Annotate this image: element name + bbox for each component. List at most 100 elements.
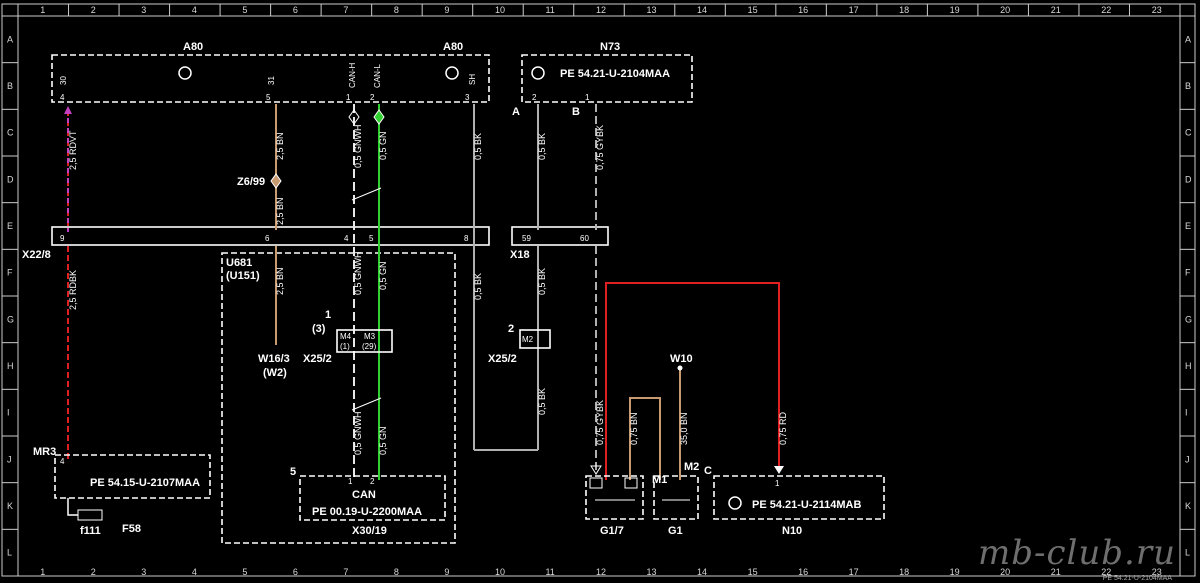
wire-gn-low: 0,5 GN: [378, 426, 388, 455]
x25-left-three: (3): [312, 323, 326, 335]
x22-pin-8: 8: [464, 234, 469, 243]
u681-module-box: [221, 252, 456, 544]
f111-fuse-icon: [77, 509, 103, 521]
x18-connector-bar: [511, 226, 609, 246]
grid-column-label: 4: [192, 567, 197, 577]
grid-column-label: 20: [1000, 5, 1010, 15]
x25-right-m2: M2: [522, 335, 534, 344]
grid-column-label: 9: [444, 5, 449, 15]
grid-column-label: 14: [697, 567, 707, 577]
g17-module-box: [585, 475, 644, 520]
grid-column-label: 4: [192, 5, 197, 15]
a80-right-label: A80: [443, 41, 463, 53]
grid-column-label: 13: [647, 567, 657, 577]
grid-row-label: L: [7, 548, 12, 558]
grid-row-label: A: [1185, 34, 1191, 44]
mr3-ref: PE 54.15-U-2107MAA: [90, 477, 200, 489]
a80-pin-2: 2: [370, 93, 375, 102]
w10-label: W10: [670, 353, 693, 365]
grid-column-label: 22: [1101, 567, 1111, 577]
n73-label-b: B: [572, 106, 580, 118]
wire-bk-mid: 0,5 BK: [473, 273, 483, 300]
g1-module-box: [653, 475, 699, 520]
g1-label: G1: [668, 525, 683, 537]
a80-pin-sh: SH: [468, 74, 477, 85]
x25-m3: M3: [364, 332, 376, 341]
grid-column-label: 8: [394, 5, 399, 15]
a80-left-label: A80: [183, 41, 203, 53]
grid-row-label: J: [7, 454, 12, 464]
grid-row-label: K: [7, 501, 13, 511]
x25-right-num2: 2: [508, 323, 514, 335]
n10-ref: PE 54.21-U-2114MAB: [752, 499, 861, 511]
a80-pin-1: 1: [346, 93, 351, 102]
grid-column-label: 6: [293, 5, 298, 15]
g1-m1: M1: [652, 474, 667, 486]
grid-row-label: F: [1185, 268, 1191, 278]
n10-ground-icon: [728, 496, 742, 510]
grid-column-label: 3: [141, 5, 146, 15]
grid-column-label: 16: [798, 5, 808, 15]
n73-label: N73: [600, 41, 620, 53]
wire-bn-w10: 35,0 BN: [679, 412, 689, 445]
grid-column-label: 1: [40, 567, 45, 577]
wire-rdbk: 2,5 RDBK: [68, 270, 78, 310]
x22-pin-5: 5: [369, 234, 374, 243]
g17-label: G1/7: [600, 525, 624, 537]
u681-label: U681: [226, 257, 252, 269]
a80-ground-icon: [178, 66, 192, 80]
grid-row-label: D: [7, 174, 14, 184]
grid-row-label: E: [1185, 221, 1191, 231]
a80-pin-5: 5: [266, 93, 271, 102]
z6-label: Z6/99: [237, 176, 265, 188]
a80-pin-3: 3: [465, 93, 470, 102]
wire-bn-low: 2,5 BN: [275, 267, 285, 295]
u151-label: (U151): [226, 270, 260, 282]
grid-column-label: 5: [242, 5, 247, 15]
z6-splice-icon: [270, 173, 282, 189]
grid-column-label: 23: [1152, 5, 1162, 15]
wire-bn-g17: 0,75 BN: [629, 412, 639, 445]
n73-module-box: [521, 54, 693, 103]
n10-label: N10: [782, 525, 802, 537]
grid-row-label: C: [1185, 128, 1192, 138]
grid-column-label: 21: [1051, 567, 1061, 577]
x18-label: X18: [510, 249, 530, 261]
grid-column-label: 6: [293, 567, 298, 577]
a80-pin-canl: CAN-L: [373, 63, 382, 88]
grid-row-label: K: [1185, 501, 1191, 511]
wire-gn-mid: 0,5 GN: [378, 261, 388, 290]
grid-column-label: 19: [950, 5, 960, 15]
x25-m4: M4: [340, 332, 352, 341]
wire-gnwh-low: 0,5 GNWH: [353, 411, 363, 455]
grid-column-label: 13: [647, 5, 657, 15]
grid-column-label: 18: [899, 567, 909, 577]
grid-row-label: I: [7, 408, 10, 418]
grid-row-label: L: [1185, 548, 1190, 558]
mr3-label: MR3: [33, 446, 56, 458]
f111-label: f111: [80, 525, 101, 537]
x30-num5: 5: [290, 466, 296, 478]
x30-label: X30/19: [352, 525, 387, 537]
grid-row-label: J: [1185, 454, 1190, 464]
grid-column-label: 10: [495, 567, 505, 577]
x22-label: X22/8: [22, 249, 51, 261]
wire-n73-bk2: 0,5 BK: [537, 268, 547, 295]
grid-row-label: E: [7, 221, 13, 231]
x22-pin-6: 6: [265, 234, 270, 243]
grid-row-label: H: [7, 361, 14, 371]
grid-row-label: A: [7, 34, 13, 44]
grid-row-label: B: [7, 81, 13, 91]
mr3-module-box: [54, 454, 211, 499]
grid-column-label: 22: [1101, 5, 1111, 15]
grid-column-label: 3: [141, 567, 146, 577]
wire-gnwh-mid: 0,5 GNWH: [353, 251, 363, 295]
x25-p1: (1): [340, 342, 350, 351]
grid-column-label: 17: [849, 5, 859, 15]
a80-pin-30: 30: [59, 76, 68, 85]
wire-bn-mid: 2,5 BN: [275, 197, 285, 225]
mr3-pin-4: 4: [60, 457, 65, 466]
grid-row-label: I: [1185, 408, 1188, 418]
wire-bk-top: 0,5 BK: [473, 133, 483, 160]
